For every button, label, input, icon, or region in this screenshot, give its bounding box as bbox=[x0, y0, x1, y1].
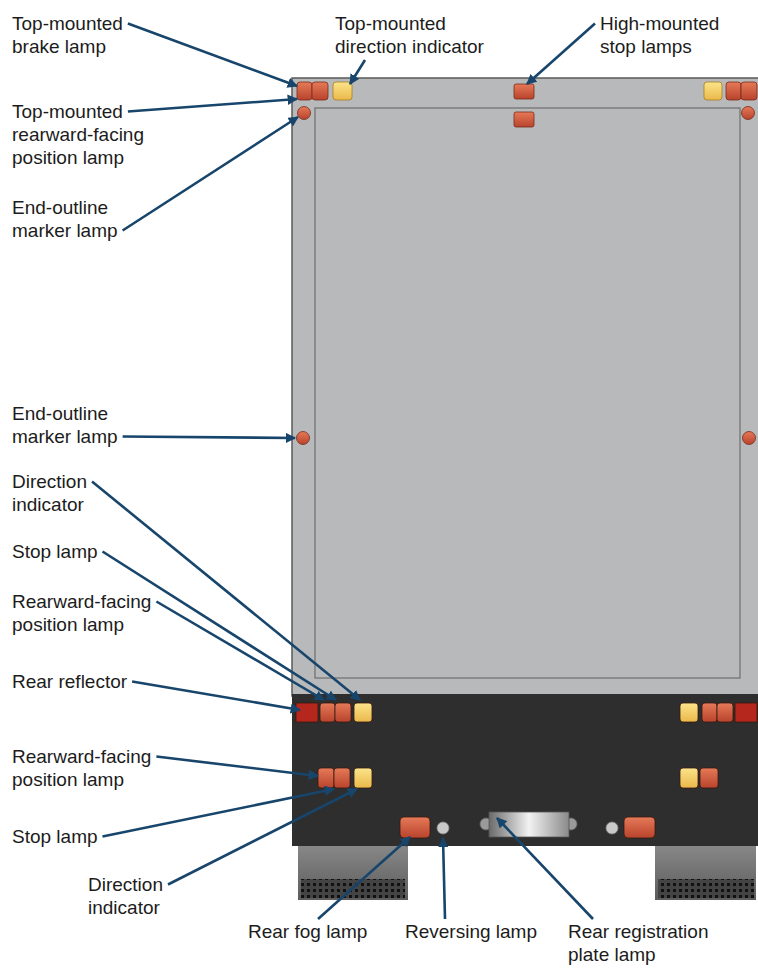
leader-line bbox=[103, 552, 337, 701]
leader-line bbox=[168, 789, 357, 885]
callout-label: End-outline marker lamp bbox=[12, 196, 132, 242]
callout-label: Rear fog lamp bbox=[248, 920, 367, 943]
bumper-lamps bbox=[296, 703, 757, 838]
callout-label: End-outline marker lamp bbox=[12, 402, 132, 448]
leader-line bbox=[527, 24, 595, 85]
door-panel bbox=[315, 108, 740, 678]
callout-label: Rearward-facing position lamp bbox=[12, 745, 162, 791]
leader-line bbox=[156, 602, 324, 701]
callout-label: Direction indicator bbox=[88, 873, 188, 919]
callout-label: Top-mounted rearward-facing position lam… bbox=[12, 100, 162, 169]
leader-line bbox=[128, 99, 297, 112]
leader-line bbox=[156, 757, 318, 777]
callout-label: Stop lamp bbox=[12, 540, 98, 563]
leader-line bbox=[443, 838, 445, 919]
leader-line bbox=[350, 60, 365, 84]
callout-label: Stop lamp bbox=[12, 825, 98, 848]
leader-line bbox=[123, 117, 298, 231]
callout-label: Top-mounted direction indicator bbox=[335, 12, 495, 58]
leader-line bbox=[318, 837, 410, 919]
callout-label: Rear reflector bbox=[12, 670, 127, 693]
callout-label: Direction indicator bbox=[12, 470, 112, 516]
callout-label: Reversing lamp bbox=[405, 920, 537, 943]
truck-body bbox=[292, 78, 758, 696]
leader-line bbox=[123, 437, 295, 439]
leader-line bbox=[128, 24, 297, 87]
leader-line bbox=[103, 789, 335, 837]
marker-lamps bbox=[297, 107, 756, 445]
leader-line bbox=[497, 818, 593, 919]
top-lamps bbox=[297, 82, 757, 127]
leader-line bbox=[92, 482, 360, 701]
callout-label: Rear registration plate lamp bbox=[568, 920, 718, 966]
callout-label: Top-mounted brake lamp bbox=[12, 12, 132, 58]
leader-line bbox=[132, 682, 300, 711]
rear-bumper bbox=[292, 694, 758, 846]
callout-label: High-mounted stop lamps bbox=[600, 12, 740, 58]
callout-label: Rearward-facing position lamp bbox=[12, 590, 162, 636]
